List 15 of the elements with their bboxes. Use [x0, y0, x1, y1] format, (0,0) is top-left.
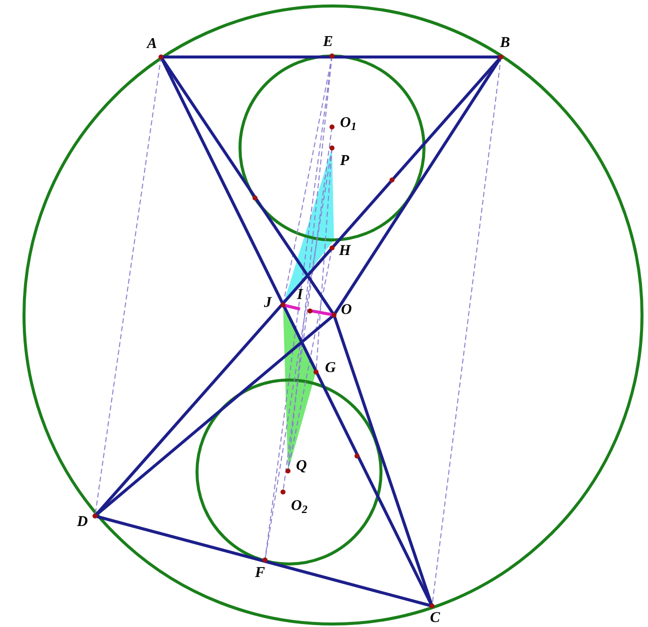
point-label: Q [296, 459, 307, 474]
point-label: O$_{2}$ [291, 499, 308, 514]
point-label: J [264, 296, 272, 311]
point-label: P [340, 154, 350, 169]
point-label: A [147, 37, 158, 52]
point-label: D [77, 515, 88, 530]
point-label: C [430, 611, 440, 626]
point-label: B [500, 36, 510, 51]
point-label: F [255, 566, 266, 581]
point-label: O$_{1}$ [340, 116, 356, 131]
point-label: O [341, 303, 352, 318]
point-label: H [339, 244, 351, 259]
point-label: G [325, 361, 336, 376]
point-label: I [297, 288, 303, 303]
point-label: E [323, 35, 334, 50]
